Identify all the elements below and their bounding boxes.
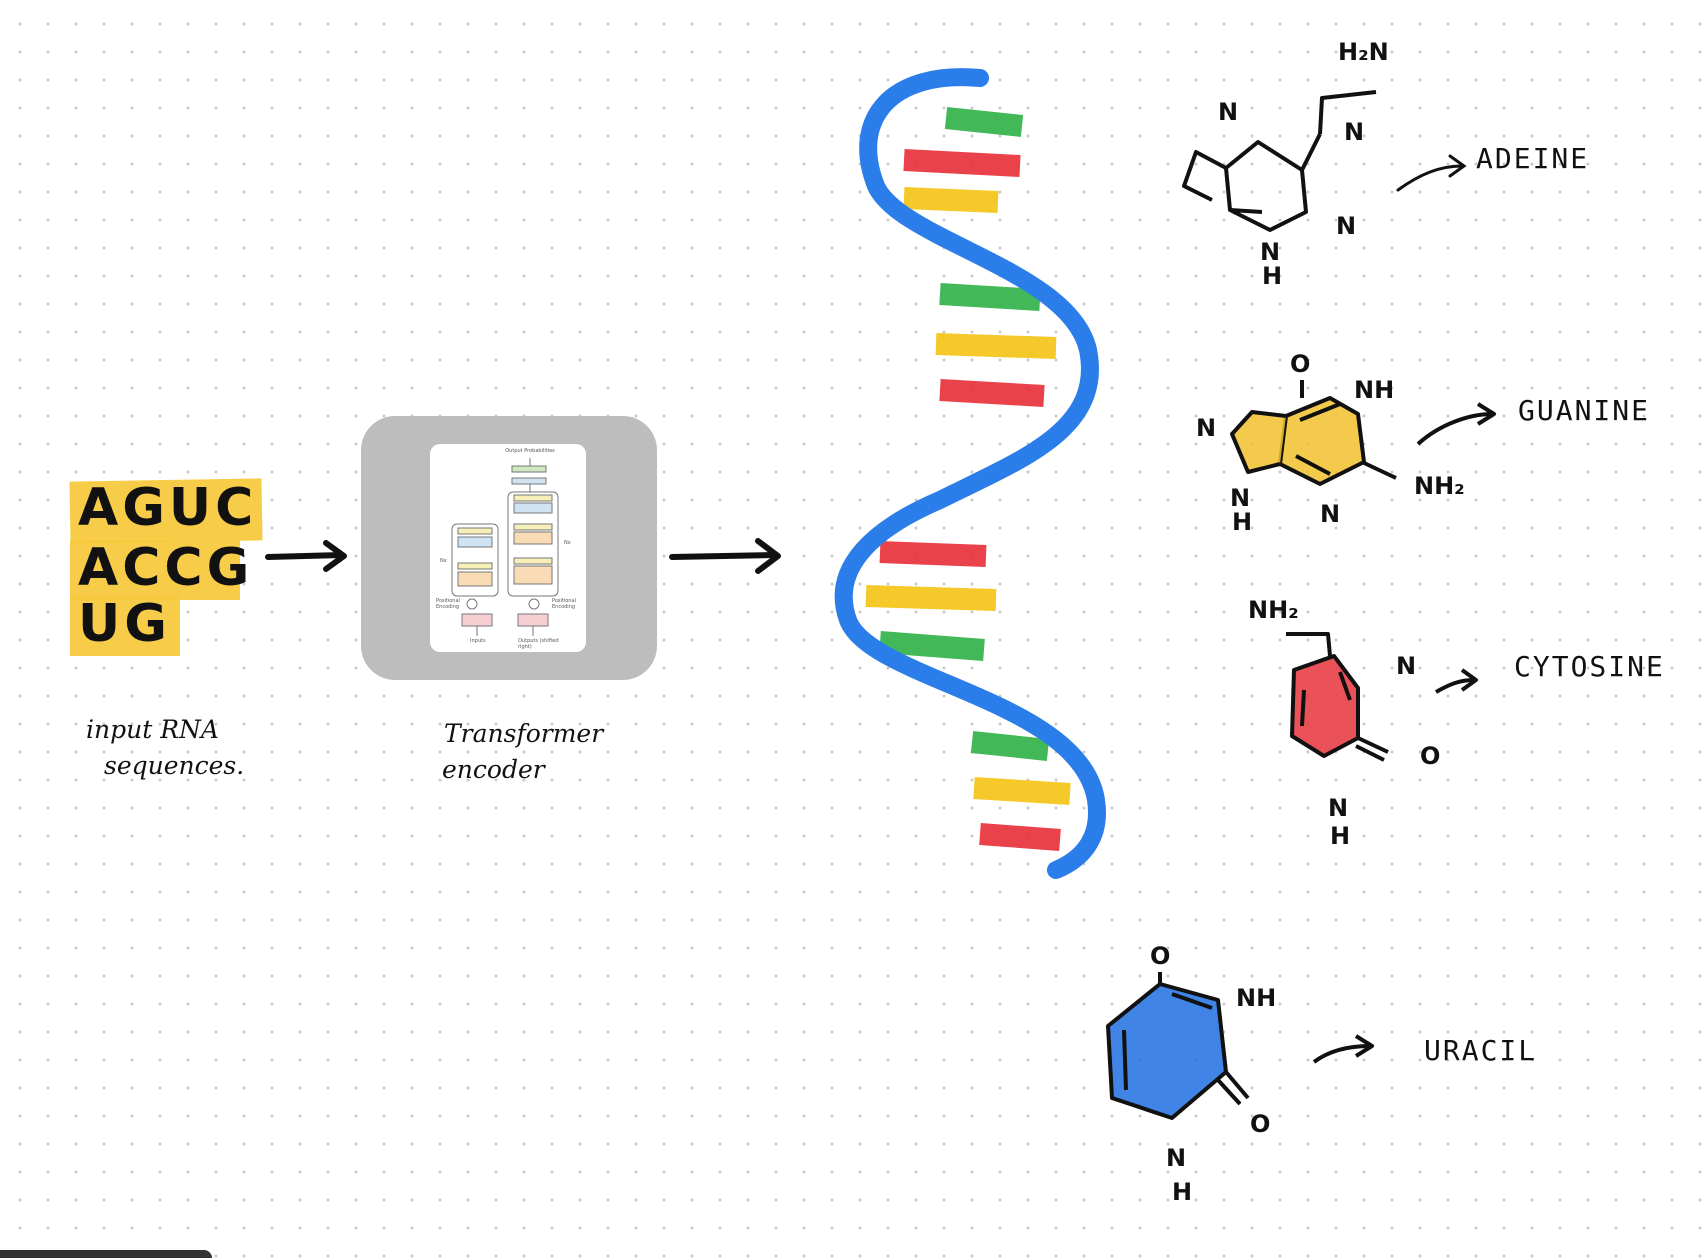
helix-rungs (865, 107, 1071, 851)
cytosine-structure (1286, 632, 1478, 762)
adenine-atom-n4: N (1260, 238, 1281, 266)
diagram-outputs: Outputs (shifted right) (518, 638, 559, 650)
cytosine-atom-h: H (1330, 822, 1351, 850)
helix-rung-green (939, 283, 1041, 311)
diagram-pos-enc-left: Positional Encoding (436, 598, 460, 610)
adenine-atom-n2: N (1344, 118, 1365, 146)
guanine-atom-n1: N (1196, 414, 1217, 442)
uracil-structure (1106, 972, 1374, 1120)
diagram-nx-right: Nx (564, 540, 571, 546)
uracil-atom-o1: O (1150, 942, 1171, 970)
guanine-atom-n2: N (1230, 484, 1251, 512)
sequence-1: AGUC (78, 478, 258, 538)
sequence-2: ACCG (78, 538, 254, 598)
helix-rung-red (879, 541, 987, 567)
cytosine-atom-n2: N (1328, 794, 1349, 822)
adenine-atom-n1: N (1218, 98, 1239, 126)
uracil-atom-h: H (1172, 1178, 1193, 1206)
diagram-output-probs: Output Probabilities (505, 448, 555, 454)
sequence-highlight-2 (70, 540, 240, 600)
cytosine-atom-n: N (1396, 652, 1417, 680)
helix-backbone (834, 68, 1106, 879)
adenine-atom-h: H (1262, 262, 1283, 290)
input-caption-line1: input RNA (86, 715, 219, 744)
adenine-structure (1182, 90, 1377, 232)
helix-rung-yellow (903, 187, 999, 213)
diagram-pos-enc-right: Positional Encoding (552, 598, 576, 610)
encoder-caption: Transformer encoder (442, 716, 604, 788)
encoder-caption-line1: Transformer (444, 719, 604, 748)
bottom-toolbar-edge (0, 1250, 212, 1258)
adenine-atom-h2n: H₂N (1338, 38, 1389, 66)
uracil-label: URACIL (1424, 1034, 1538, 1067)
helix-rung-red (979, 823, 1061, 851)
guanine-atom-n3: N (1320, 500, 1341, 528)
sequence-3: UG (78, 594, 171, 654)
diagram-nx-left: Nx (440, 558, 447, 564)
helix-rung-yellow (973, 777, 1071, 805)
encoder-caption-line2: encoder (442, 755, 545, 784)
guanine-atom-nh: NH (1354, 376, 1395, 404)
guanine-atom-nh2: NH₂ (1414, 472, 1465, 500)
uracil-atom-nh: NH (1236, 984, 1277, 1012)
diagram-inputs: Inputs (470, 638, 486, 644)
guanine-atom-h: H (1232, 508, 1253, 536)
cytosine-label: CYTOSINE (1514, 650, 1665, 683)
arrow-encoder-to-helix (669, 538, 781, 574)
helix-rung-green (944, 107, 1024, 137)
uracil-atom-n: N (1166, 1144, 1187, 1172)
helix-rung-green (879, 631, 985, 661)
helix (834, 68, 1106, 879)
helix-rung-yellow (935, 333, 1057, 359)
transformer-mini-diagram (451, 458, 559, 636)
guanine-structure (1230, 380, 1496, 486)
uracil-atom-o2: O (1250, 1110, 1271, 1138)
helix-rung-red (903, 149, 1021, 177)
sequence-highlight-3 (70, 596, 180, 656)
input-caption-line2: sequences. (104, 751, 245, 780)
input-caption: input RNA sequences. (86, 712, 244, 784)
adenine-label: ADEINE (1476, 142, 1590, 175)
cytosine-atom-o: O (1420, 742, 1441, 770)
cytosine-atom-nh2: NH₂ (1248, 596, 1299, 624)
arrow-input-to-encoder (265, 540, 347, 572)
helix-rung-green (970, 731, 1050, 761)
adenine-atom-n3: N (1336, 212, 1357, 240)
helix-rung-yellow (865, 585, 997, 611)
adenine-arrow (1396, 154, 1467, 192)
guanine-atom-o: O (1290, 350, 1311, 378)
helix-rung-red (939, 379, 1045, 407)
guanine-label: GUANINE (1518, 394, 1651, 427)
